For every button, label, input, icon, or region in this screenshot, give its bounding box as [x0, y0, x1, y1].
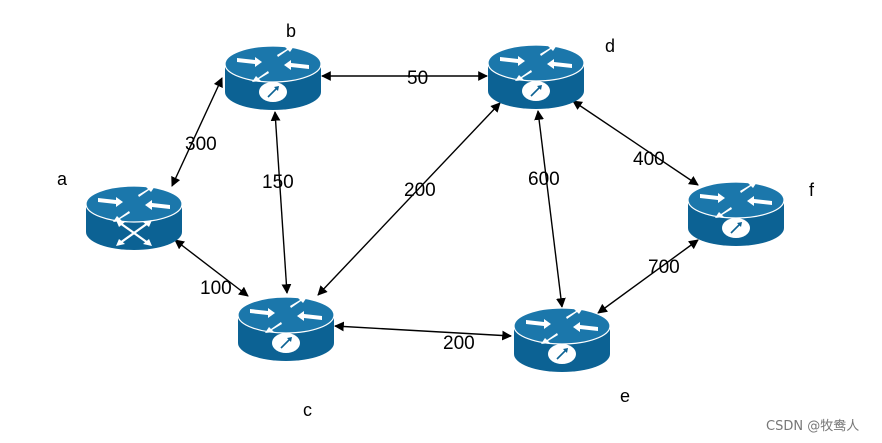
router-icon — [687, 181, 785, 247]
edge-b-c — [270, 111, 292, 294]
node-label-f: f — [809, 180, 815, 200]
watermark: CSDN @牧鸯人 — [766, 419, 859, 434]
weight-d-e: 600 — [528, 169, 560, 190]
weight-e-f: 700 — [648, 257, 680, 278]
edge-d-e — [534, 110, 566, 308]
edge-c-e — [334, 321, 512, 341]
weight-b-c: 150 — [262, 172, 294, 193]
edges — [171, 71, 699, 341]
weight-c-d: 200 — [404, 180, 436, 201]
node-label-c: c — [303, 400, 312, 420]
edge-a-b — [171, 77, 223, 187]
edge-a-c — [174, 239, 249, 297]
weight-d-f: 400 — [633, 149, 665, 170]
weight-a-b: 300 — [185, 134, 217, 155]
node-label-e: e — [620, 386, 630, 406]
edge-e-f — [597, 239, 699, 314]
node-label-b: b — [286, 21, 296, 41]
weight-a-c: 100 — [200, 278, 232, 299]
edge-c-d — [317, 102, 501, 296]
weight-c-e: 200 — [443, 333, 475, 354]
node-label-d: d — [605, 36, 615, 56]
router-icon — [513, 307, 611, 373]
node-label-a: a — [57, 169, 68, 189]
edge-d-f — [572, 100, 699, 186]
router-icon — [224, 45, 322, 111]
router-icon — [487, 44, 585, 110]
weight-b-d: 50 — [407, 68, 428, 89]
switch-router-icon — [85, 185, 183, 251]
router-icon — [237, 296, 335, 362]
